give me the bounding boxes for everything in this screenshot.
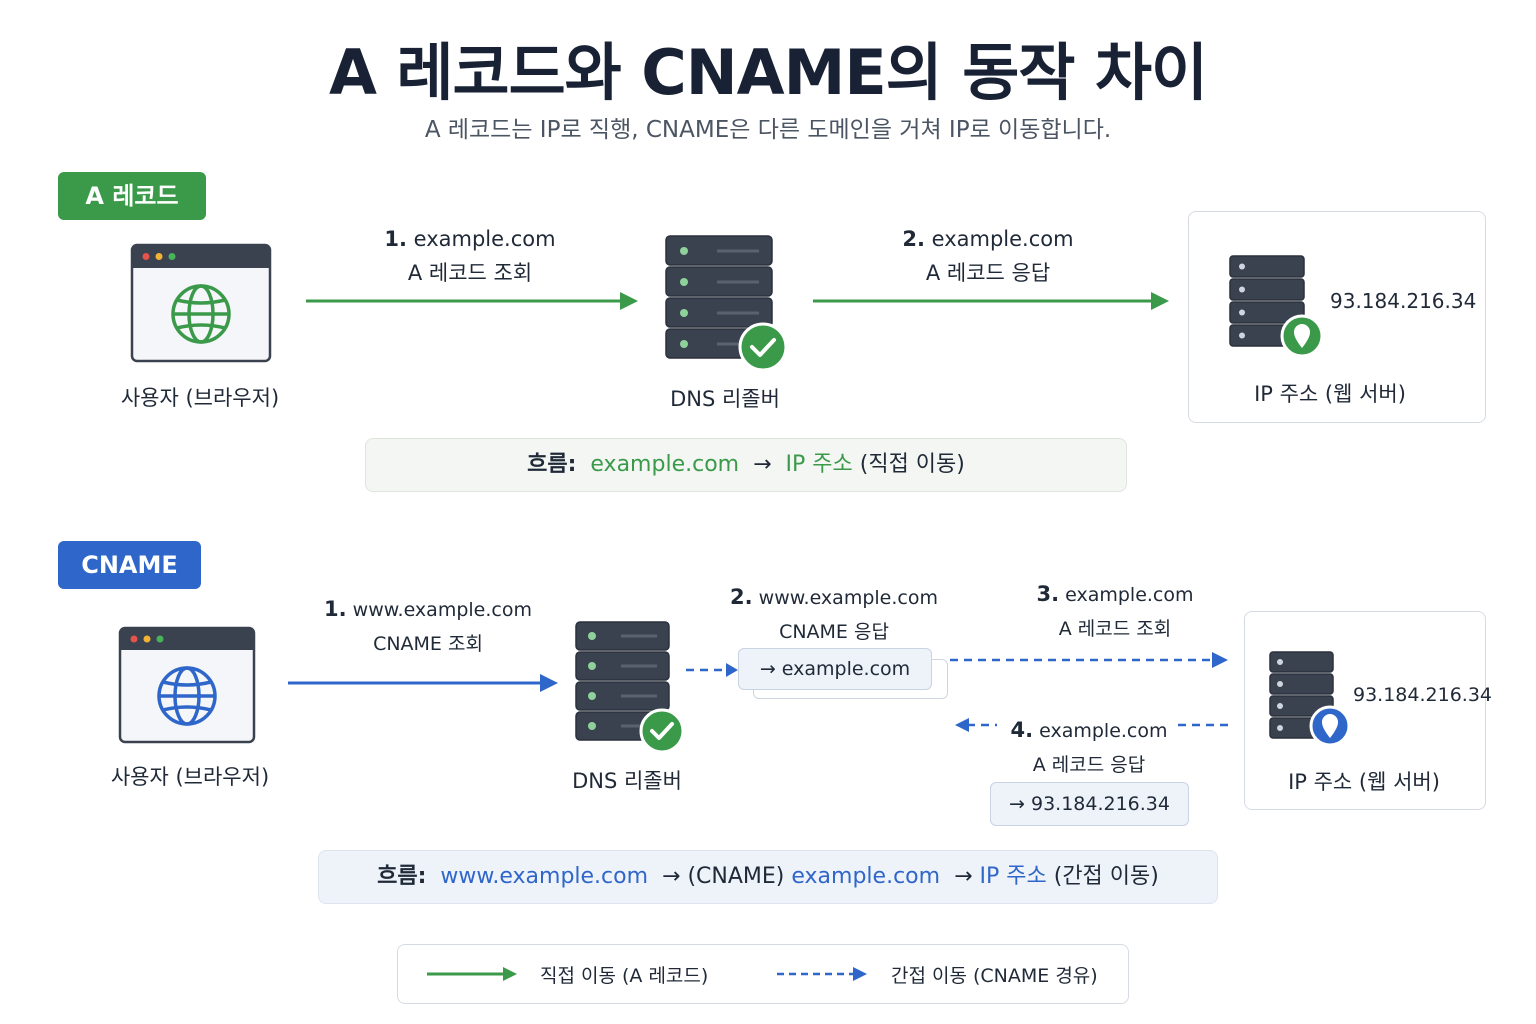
page-title: A 레코드와 CNAME의 동작 차이 bbox=[328, 36, 1208, 109]
legend-box bbox=[397, 944, 1129, 1004]
server-icon bbox=[1269, 651, 1351, 747]
cname-flow-box: 흐름: www.example.com → (CNAME) example.co… bbox=[318, 850, 1218, 904]
a-step2-label: 2. example.com A 레코드 응답 bbox=[902, 227, 1074, 285]
resolver-label: DNS 리졸버 bbox=[572, 769, 682, 793]
check-icon bbox=[738, 322, 788, 372]
cname-step2-label: 2. www.example.com CNAME 응답 bbox=[730, 585, 938, 643]
resolver-label: DNS 리졸버 bbox=[670, 387, 780, 411]
cname-arrow-4-dashed bbox=[955, 718, 997, 732]
server-icon bbox=[665, 235, 788, 372]
server-icon bbox=[1229, 255, 1324, 358]
ip-address: 93.184.216.34 bbox=[1330, 289, 1477, 313]
cname-step4-label: 4. example.com A 레코드 응답 bbox=[1010, 718, 1168, 776]
a-record-badge: A 레코드 bbox=[58, 172, 206, 220]
cname-arrow-3-dashed bbox=[950, 652, 1228, 668]
legend-direct: 직접 이동 (A 레코드) bbox=[540, 965, 709, 987]
browser-icon bbox=[130, 243, 272, 363]
server-label: IP 주소 (웹 서버) bbox=[1254, 382, 1406, 406]
cname-step1-label: 1. www.example.com CNAME 조회 bbox=[324, 597, 532, 655]
browser-icon bbox=[118, 626, 256, 744]
a-arrow-1 bbox=[306, 292, 638, 310]
location-pin-icon bbox=[1280, 314, 1324, 358]
server-icon bbox=[575, 621, 685, 754]
server-label: IP 주소 (웹 서버) bbox=[1288, 770, 1440, 794]
location-pin-icon bbox=[1309, 705, 1351, 747]
cname-badge: CNAME bbox=[58, 541, 201, 589]
a-flow-box: 흐름: example.com → IP 주소 (직접 이동) bbox=[365, 438, 1127, 492]
legend-dashed-arrow bbox=[777, 967, 867, 981]
ip-address: 93.184.216.34 bbox=[1353, 684, 1493, 706]
cname-step3-label: 3. example.com A 레코드 조회 bbox=[1036, 582, 1194, 640]
a-arrow-2 bbox=[813, 292, 1169, 310]
globe-icon bbox=[171, 284, 231, 344]
cname-step2-chip: → example.com bbox=[738, 648, 932, 690]
legend-solid-arrow bbox=[427, 967, 517, 981]
user-label: 사용자 (브라우저) bbox=[120, 386, 280, 410]
cname-arrow-1 bbox=[288, 674, 558, 692]
a-step1-label: 1. example.com A 레코드 조회 bbox=[384, 227, 556, 285]
globe-icon bbox=[157, 666, 217, 726]
cname-arrow-4-dashed-tail bbox=[1178, 723, 1228, 727]
check-icon bbox=[639, 708, 685, 754]
cname-step4-chip: → 93.184.216.34 bbox=[990, 782, 1189, 826]
user-label: 사용자 (브라우저) bbox=[110, 765, 270, 789]
legend-indirect: 간접 이동 (CNAME 경유) bbox=[891, 965, 1098, 987]
page-subtitle: A 레코드는 IP로 직행, CNAME은 다른 도메인을 거쳐 IP로 이동합… bbox=[424, 117, 1112, 143]
cname-arrow-2-dashed bbox=[686, 663, 738, 677]
